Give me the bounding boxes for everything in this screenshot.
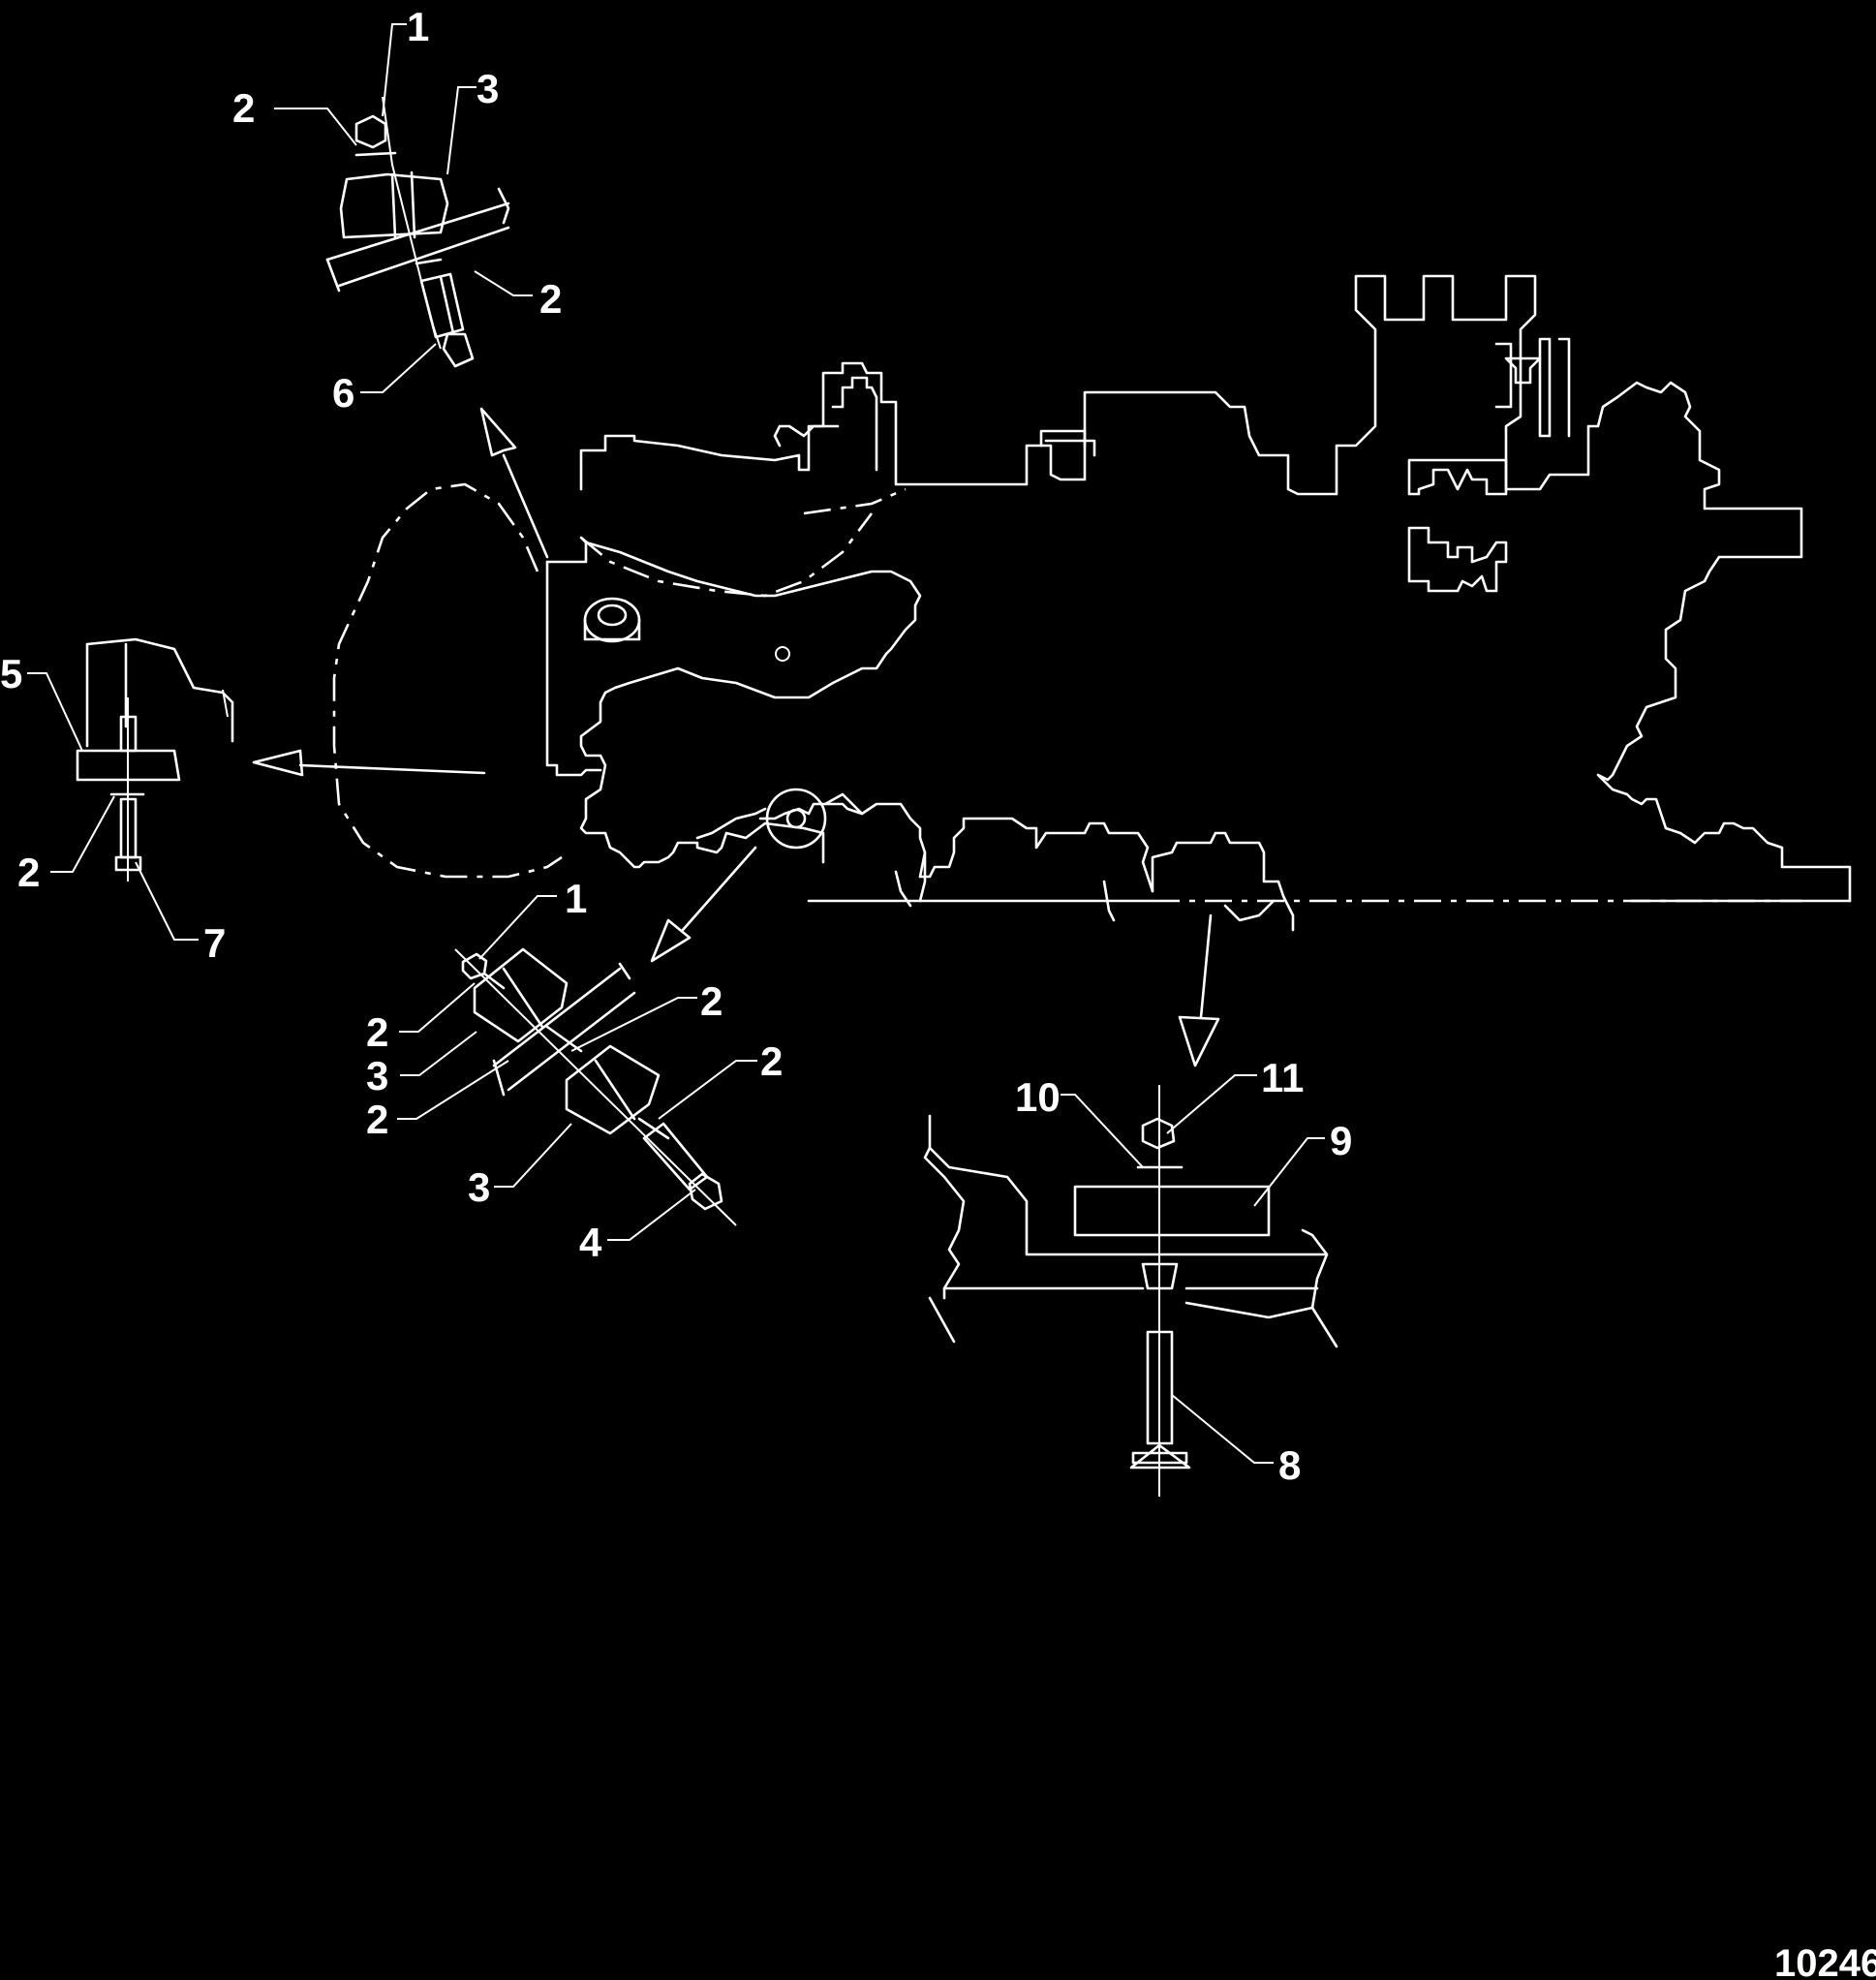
callout-labels: 1 2 3 2 6 5 2 7 1 2 2 3 2 2 3 4 10 11 9 … — [0, 4, 1876, 1980]
callout-middle-3a: 3 — [366, 1053, 388, 1098]
callout-top-1: 1 — [407, 4, 429, 49]
callout-left-2: 2 — [17, 850, 40, 895]
callout-middle-4: 4 — [579, 1220, 602, 1265]
engine-housing-outline — [332, 274, 1852, 932]
callout-middle-2d: 2 — [760, 1038, 783, 1084]
callout-top-2b: 2 — [539, 276, 562, 322]
callout-middle-2b: 2 — [700, 978, 723, 1024]
explode-arrows — [252, 407, 1220, 1067]
callout-right-10: 10 — [1015, 1074, 1061, 1120]
callout-top-6: 6 — [332, 370, 354, 416]
figure-number: 10246 — [1774, 1942, 1876, 1980]
callout-left-7: 7 — [203, 920, 226, 966]
callout-right-8: 8 — [1278, 1442, 1301, 1488]
callout-top-3: 3 — [477, 66, 499, 111]
left-detail-view — [76, 637, 234, 882]
callout-middle-2c: 2 — [366, 1097, 388, 1142]
right-detail-view — [923, 1085, 1338, 1497]
callout-left-5: 5 — [0, 651, 22, 696]
callout-top-2a: 2 — [232, 85, 255, 131]
top-detail-view — [325, 96, 510, 368]
callout-middle-1: 1 — [565, 876, 587, 921]
callout-middle-3b: 3 — [468, 1164, 490, 1210]
leader-lines — [27, 23, 1325, 1464]
callout-right-9: 9 — [1330, 1118, 1352, 1163]
middle-detail-view — [454, 947, 737, 1226]
callout-right-11: 11 — [1261, 1055, 1304, 1100]
callout-middle-2a: 2 — [366, 1009, 388, 1055]
